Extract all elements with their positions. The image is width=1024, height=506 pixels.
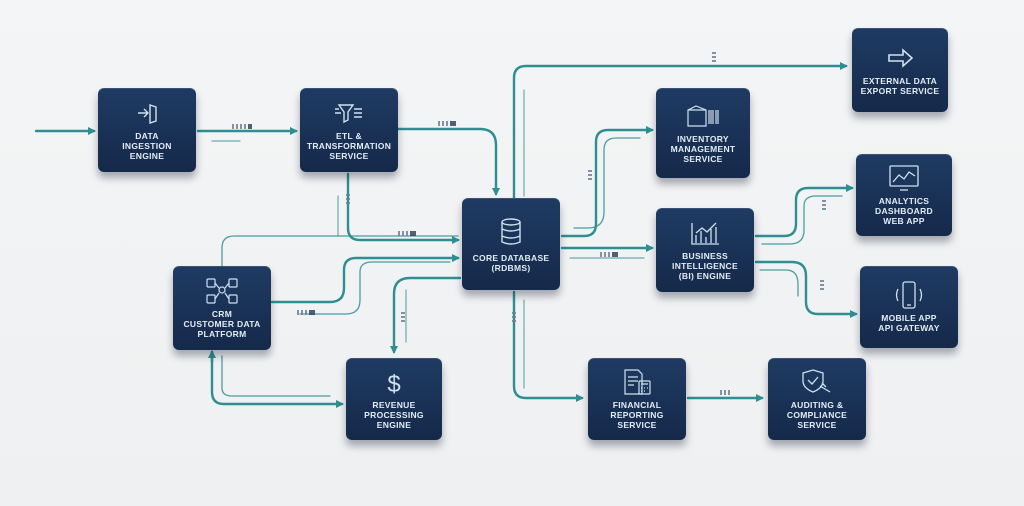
node-label: DATA INGESTION ENGINE — [122, 131, 172, 161]
line-chart-monitor-icon — [887, 164, 921, 192]
arrow-into-box-icon — [130, 99, 164, 127]
node-label: BUSINESS INTELLIGENCE (BI) ENGINE — [672, 251, 738, 281]
link-etl-down-coredb — [346, 172, 460, 244]
node-label: EXTERNAL DATA EXPORT SERVICE — [860, 76, 940, 96]
link-coredb-revenue — [390, 276, 462, 354]
node-inventory-management-service[interactable]: INVENTORY MANAGEMENT SERVICE — [656, 88, 750, 178]
node-label: MOBILE APP API GATEWAY — [878, 313, 940, 333]
database-icon — [494, 215, 528, 249]
link-crm-coredb — [270, 254, 460, 304]
node-analytics-dashboard-web-app[interactable]: ANALYTICS DASHBOARD WEB APP — [856, 154, 952, 236]
svg-text:$: $ — [387, 371, 400, 396]
arrow-right-icon — [883, 44, 917, 72]
link-crm-revenue — [210, 350, 344, 408]
node-label: AUDITING & COMPLIANCE SERVICE — [786, 400, 848, 430]
link-etl-coredb — [396, 127, 500, 196]
node-data-ingestion-engine[interactable]: DATA INGESTION ENGINE — [98, 88, 196, 172]
node-label: FINANCIAL REPORTING SERVICE — [610, 400, 664, 430]
bar-chart-icon — [688, 219, 722, 247]
node-etl-transformation-service[interactable]: ETL & TRANSFORMATION SERVICE — [300, 88, 398, 172]
node-external-data-export-service[interactable]: EXTERNAL DATA EXPORT SERVICE — [852, 28, 948, 112]
people-network-icon — [205, 277, 239, 305]
funnel-icon — [332, 99, 366, 127]
node-label: CRM CUSTOMER DATA PLATFORM — [183, 309, 261, 339]
node-financial-reporting-service[interactable]: FINANCIAL REPORTING SERVICE — [588, 358, 686, 440]
node-label: ANALYTICS DASHBOARD WEB APP — [875, 196, 933, 226]
node-revenue-processing-engine[interactable]: $ REVENUE PROCESSING ENGINE — [346, 358, 442, 440]
link-coredb-inventory — [560, 126, 654, 238]
smartphone-icon — [892, 281, 926, 309]
node-label: REVENUE PROCESSING ENGINE — [364, 400, 424, 430]
box-barcode-icon — [686, 102, 720, 130]
node-label: INVENTORY MANAGEMENT SERVICE — [670, 134, 736, 164]
shield-gavel-icon — [800, 368, 834, 396]
link-coredb-financial — [512, 290, 584, 402]
node-auditing-compliance-service[interactable]: AUDITING & COMPLIANCE SERVICE — [768, 358, 866, 440]
link-bi-analytics — [754, 184, 854, 238]
dollar-icon: $ — [377, 368, 411, 398]
node-mobile-app-api-gateway[interactable]: MOBILE APP API GATEWAY — [860, 266, 958, 348]
node-crm-customer-data-platform[interactable]: CRM CUSTOMER DATA PLATFORM — [173, 266, 271, 350]
node-label: ETL & TRANSFORMATION SERVICE — [306, 131, 392, 161]
link-coredb-export — [512, 62, 848, 200]
document-calculator-icon — [620, 368, 654, 396]
node-business-intelligence-engine[interactable]: BUSINESS INTELLIGENCE (BI) ENGINE — [656, 208, 754, 292]
node-label: CORE DATABASE (RDBMS) — [472, 253, 550, 273]
link-bi-mobile — [754, 260, 858, 318]
node-core-database[interactable]: CORE DATABASE (RDBMS) — [462, 198, 560, 290]
